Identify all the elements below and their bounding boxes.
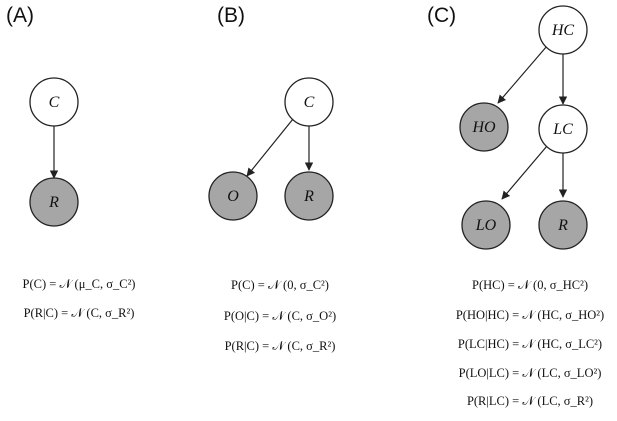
- equation-c-lo-given-lc: P(LO|LC) = 𝒩 (LC, σ_LO²): [458, 366, 602, 380]
- node-label: R: [557, 217, 568, 234]
- edge-c-lc-lo: [501, 145, 548, 200]
- node-c-ho: HO: [459, 102, 509, 152]
- node-label: LC: [552, 121, 573, 138]
- node-label: C: [49, 94, 60, 111]
- node-c-r: R: [538, 200, 588, 250]
- node-a-c: C: [29, 77, 79, 127]
- node-label: R: [48, 194, 59, 211]
- equation-c-lc-given-hc: P(LC|HC) = 𝒩 (HC, σ_LC²): [457, 337, 603, 351]
- equation-c-r-given-lc: P(R|LC) = 𝒩 (LC, σ_R²): [466, 394, 594, 408]
- equation-b-r-given-c: P(R|C) = 𝒩 (C, σ_R²): [224, 339, 336, 353]
- node-b-r: R: [284, 171, 334, 221]
- node-label: C: [304, 94, 315, 111]
- node-b-c: C: [284, 77, 334, 127]
- equation-c-hc-prior: P(HC) = 𝒩 (0, σ_HC²): [472, 278, 588, 292]
- node-b-o: O: [208, 171, 258, 221]
- node-c-lo: LO: [461, 200, 511, 250]
- node-label: HC: [551, 22, 575, 39]
- equation-a-prior: P(C) = 𝒩 (μ_C, σ_C²): [22, 277, 136, 291]
- node-a-r: R: [29, 177, 79, 227]
- panel-label-b: (B): [217, 4, 245, 27]
- equation-b-o-given-c: P(O|C) = 𝒩 (C, σ_O²): [223, 309, 337, 323]
- panel-label-a: (A): [6, 4, 34, 27]
- panel-label-c: (C): [427, 4, 456, 27]
- node-label: LO: [475, 217, 497, 234]
- equation-b-prior: P(C) = 𝒩 (0, σ_C²): [231, 278, 329, 292]
- node-c-lc: LC: [538, 104, 588, 154]
- equation-a-likelihood: P(R|C) = 𝒩 (C, σ_R²): [23, 306, 135, 320]
- edges-group: [49, 45, 568, 200]
- node-label: HO: [471, 119, 496, 136]
- node-label: R: [303, 188, 314, 205]
- node-c-hc: HC: [538, 5, 588, 55]
- node-label: O: [227, 188, 239, 205]
- edge-c-hc-ho: [497, 45, 548, 104]
- equation-c-ho-given-hc: P(HO|HC) = 𝒩 (HC, σ_HO²): [455, 308, 605, 322]
- edge-b-c-o: [246, 118, 294, 177]
